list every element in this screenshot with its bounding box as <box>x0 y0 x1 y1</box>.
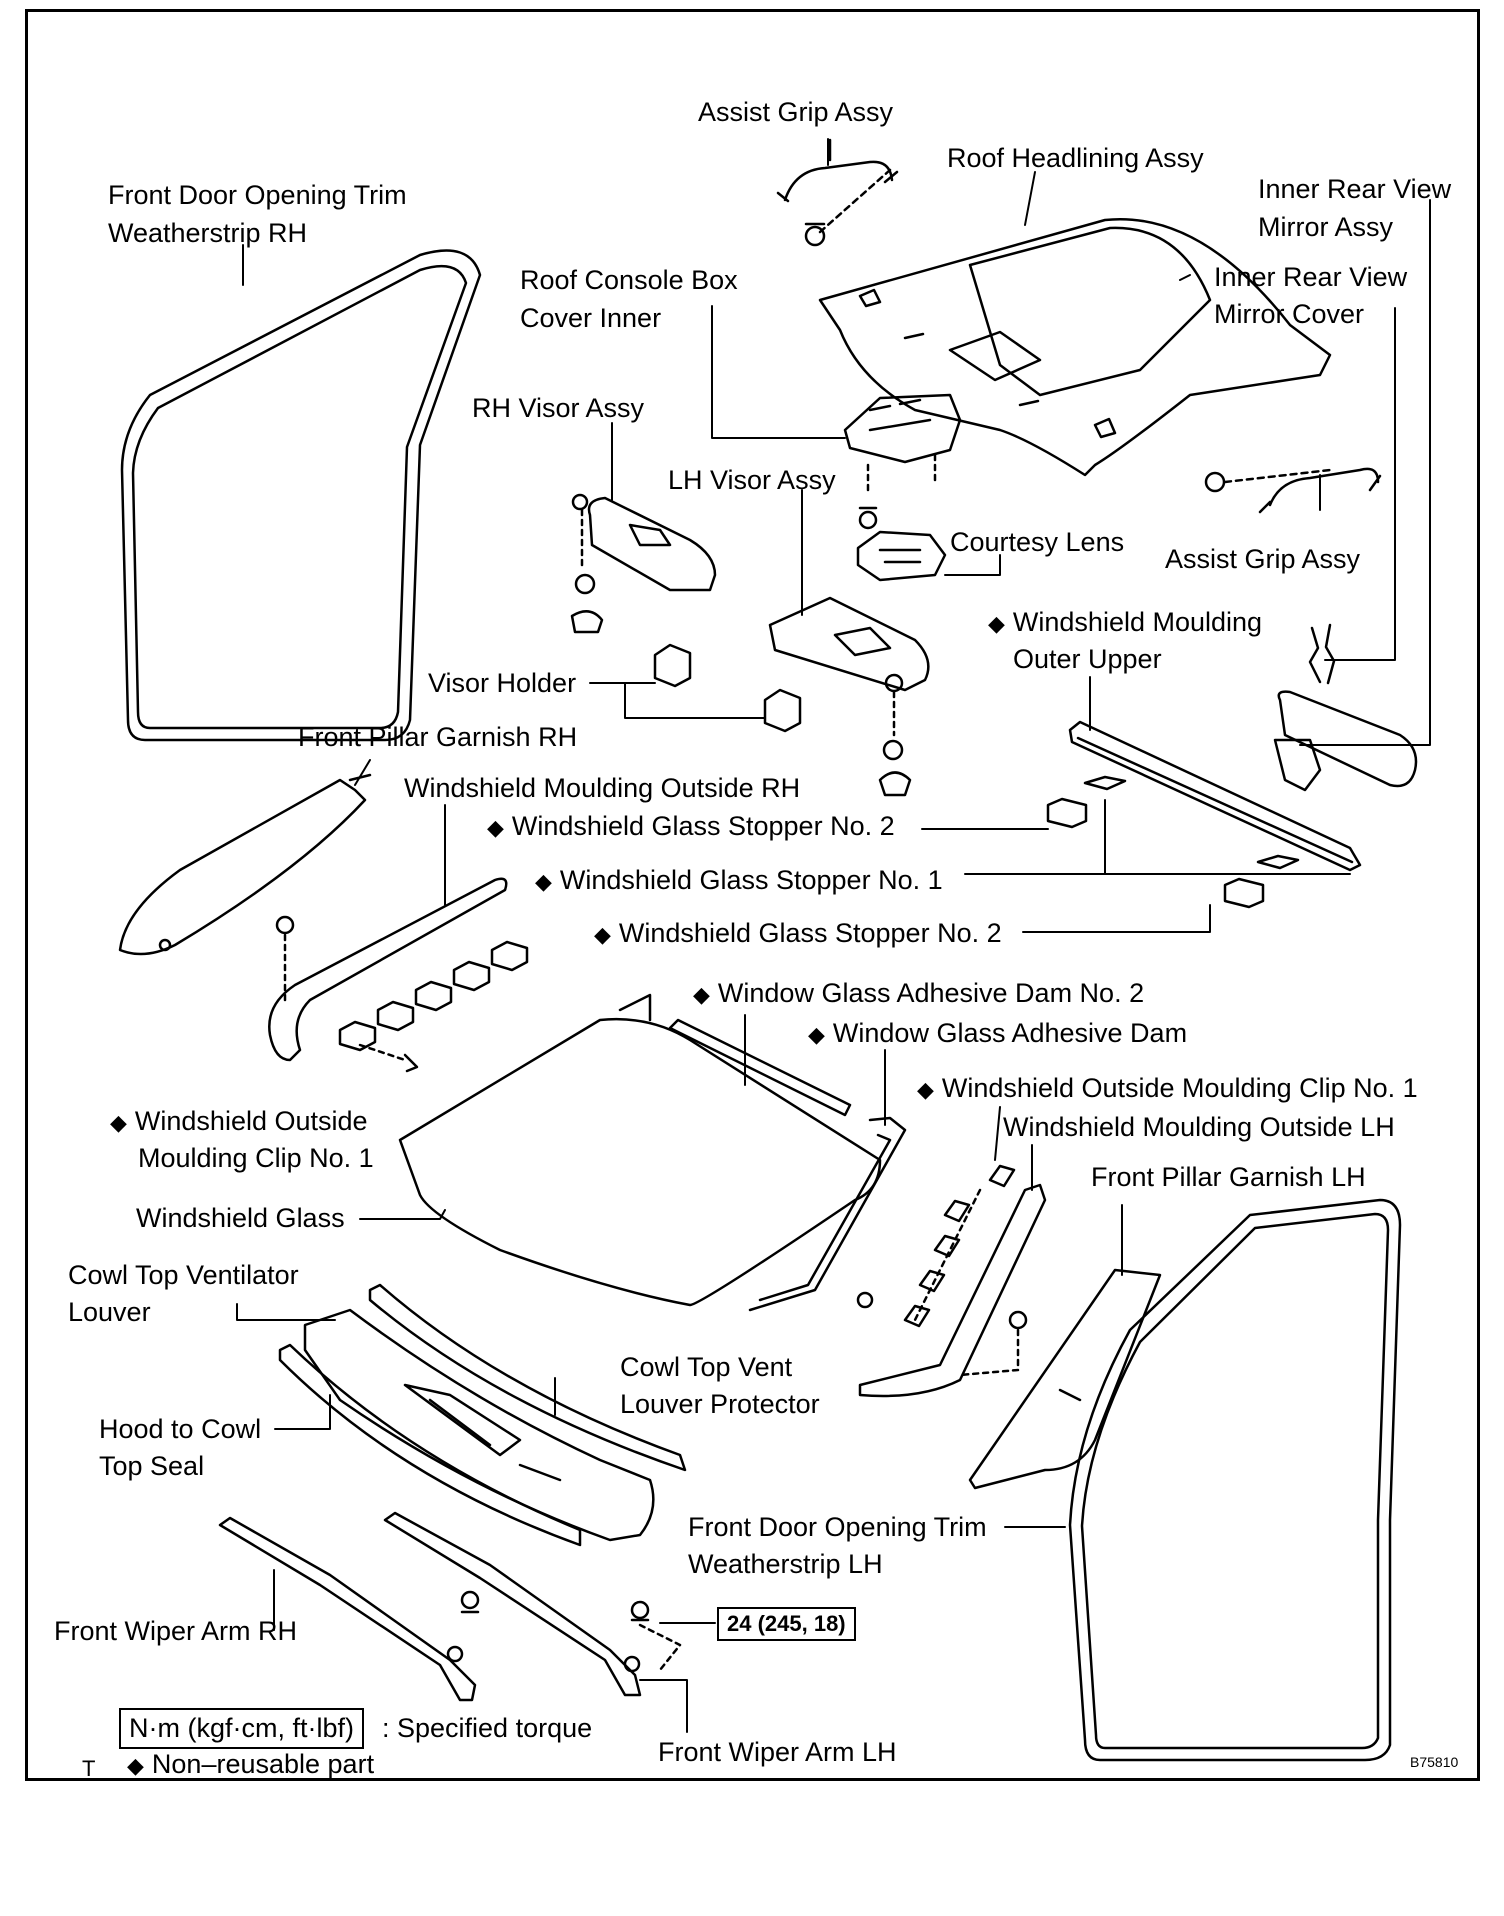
moulding-outside-rh-shape <box>268 877 508 1062</box>
lh-visor-shape <box>768 596 930 797</box>
label-text: Window Glass Adhesive Dam <box>832 1018 1188 1048</box>
label-text: Windshield Outside Moulding Clip No. 1 <box>941 1073 1418 1103</box>
windshield-glass-shape <box>398 993 882 1307</box>
label-mirror-cover-2: Mirror Cover <box>1214 299 1365 329</box>
pillar-garnish-lh-shape <box>968 1268 1162 1490</box>
label-text: Window Glass Adhesive Dam No. 2 <box>717 978 1145 1008</box>
label-louver-protector-2: Louver Protector <box>620 1389 820 1419</box>
legend-non-reusable-text: Non–reusable part <box>151 1749 375 1779</box>
visor-holder-shapes <box>653 643 802 733</box>
non-reusable-mark: ◆ <box>110 1110 127 1135</box>
label-mirror-cover-1: Inner Rear View <box>1214 262 1408 292</box>
label-roof-headlining: Roof Headlining Assy <box>947 143 1204 173</box>
label-moulding-outer-upper-2: Outer Upper <box>1013 644 1162 674</box>
wiper-lh-shape <box>383 1511 682 1697</box>
label-lh-visor: LH Visor Assy <box>668 465 836 495</box>
label-pillar-garnish-lh: Front Pillar Garnish LH <box>1091 1162 1366 1192</box>
diagram-frame <box>25 9 1480 1781</box>
label-inner-rear-view-mirror-1: Inner Rear View <box>1258 174 1452 204</box>
front-door-trim-rh-shape <box>120 249 482 742</box>
non-reusable-mark: ◆ <box>127 1753 144 1778</box>
label-hood-seal-1: Hood to Cowl <box>99 1414 262 1444</box>
label-adhesive-dam: ◆ Window Glass Adhesive Dam <box>808 1015 1187 1053</box>
label-roof-console-2: Cover Inner <box>520 303 662 333</box>
label-text: Windshield Glass Stopper No. 2 <box>511 811 895 841</box>
label-pillar-garnish-rh: Front Pillar Garnish RH <box>298 722 578 752</box>
label-moulding-outside-rh: Windshield Moulding Outside RH <box>404 773 801 803</box>
label-front-door-trim-rh-2: Weatherstrip RH <box>108 218 308 248</box>
front-door-trim-lh-shape <box>1068 1198 1402 1762</box>
label-adhesive-dam-no2: ◆ Window Glass Adhesive Dam No. 2 <box>693 975 1144 1013</box>
label-inner-rear-view-mirror-2: Mirror Assy <box>1258 212 1393 242</box>
label-text: Windshield Glass Stopper No. 1 <box>559 865 943 895</box>
label-glass-stopper-no2-a: ◆ Windshield Glass Stopper No. 2 <box>487 808 895 846</box>
adhesive-dam-shapes <box>668 1018 907 1312</box>
non-reusable-mark: ◆ <box>917 1077 934 1102</box>
non-reusable-mark: ◆ <box>594 922 611 947</box>
pillar-garnish-rh-shape <box>118 773 372 956</box>
label-clip-no1-right: ◆ Windshield Outside Moulding Clip No. 1 <box>917 1070 1418 1108</box>
diagram-id: B75810 <box>1410 1754 1459 1770</box>
roof-headlining-shape <box>818 217 1332 477</box>
label-glass-stopper-no2-b: ◆ Windshield Glass Stopper No. 2 <box>594 915 1002 953</box>
non-reusable-mark: ◆ <box>535 869 552 894</box>
leader-lines <box>236 138 1431 1733</box>
label-windshield-glass: Windshield Glass <box>136 1203 345 1233</box>
roof-console-box-shape <box>843 393 962 530</box>
hood-seal-shape <box>278 1343 582 1547</box>
label-hood-seal-2: Top Seal <box>99 1451 205 1481</box>
assist-grip-top-shape <box>776 138 899 247</box>
label-moulding-outer-upper-1: ◆ Windshield Moulding <box>988 604 1262 642</box>
label-clip-left-1: ◆ Windshield Outside <box>110 1103 368 1141</box>
non-reusable-mark: ◆ <box>988 611 1005 636</box>
label-roof-console-1: Roof Console Box <box>520 265 738 295</box>
label-front-door-trim-lh-2: Weatherstrip LH <box>688 1549 883 1579</box>
label-courtesy-lens: Courtesy Lens <box>950 527 1125 557</box>
legend-non-reusable: ◆ Non–reusable part <box>127 1746 374 1784</box>
torque-value-box: 24 (245, 18) <box>717 1607 856 1641</box>
label-rh-visor: RH Visor Assy <box>472 393 645 423</box>
assist-grip-right-shape <box>1204 467 1382 514</box>
non-reusable-mark: ◆ <box>693 982 710 1007</box>
label-clip-left-2: Moulding Clip No. 1 <box>138 1143 374 1173</box>
label-assist-grip-top: Assist Grip Assy <box>698 97 894 127</box>
wiper-rh-shape <box>218 1516 480 1702</box>
label-louver-protector-1: Cowl Top Vent <box>620 1352 793 1382</box>
cowl-louver-shape <box>303 1308 655 1542</box>
rh-visor-shape <box>570 493 717 634</box>
non-reusable-mark: ◆ <box>487 815 504 840</box>
label-wiper-lh: Front Wiper Arm LH <box>658 1737 897 1767</box>
moulding-outer-upper-shape <box>1068 720 1362 872</box>
label-glass-stopper-no1: ◆ Windshield Glass Stopper No. 1 <box>535 862 943 900</box>
label-text: Windshield Outside <box>134 1106 368 1136</box>
louver-protector-shape <box>368 1283 687 1472</box>
label-cowl-louver-2: Louver <box>68 1297 151 1327</box>
non-reusable-mark: ◆ <box>808 1022 825 1047</box>
label-text: Windshield Moulding <box>1012 607 1263 637</box>
label-cowl-louver-1: Cowl Top Ventilator <box>68 1260 299 1290</box>
rear-view-mirror-shape <box>1273 623 1418 792</box>
corner-mark: T <box>82 1756 96 1781</box>
moulding-outside-lh-shape <box>856 1164 1047 1398</box>
moulding-clip-left-shapes <box>275 915 529 1073</box>
legend-torque-unit: N·m (kgf·cm, ft·lbf) <box>119 1708 364 1749</box>
label-moulding-outside-lh: Windshield Moulding Outside LH <box>1003 1112 1395 1142</box>
label-wiper-rh: Front Wiper Arm RH <box>54 1616 298 1646</box>
glass-stopper-shapes <box>1046 775 1300 909</box>
courtesy-lens-shape <box>856 530 947 582</box>
legend-torque-text: : Specified torque <box>382 1713 593 1743</box>
label-front-door-trim-rh-1: Front Door Opening Trim <box>108 180 407 210</box>
label-text: Windshield Glass Stopper No. 2 <box>618 918 1002 948</box>
label-assist-grip-right: Assist Grip Assy <box>1165 544 1361 574</box>
label-front-door-trim-lh-1: Front Door Opening Trim <box>688 1512 987 1542</box>
label-visor-holder: Visor Holder <box>428 668 577 698</box>
